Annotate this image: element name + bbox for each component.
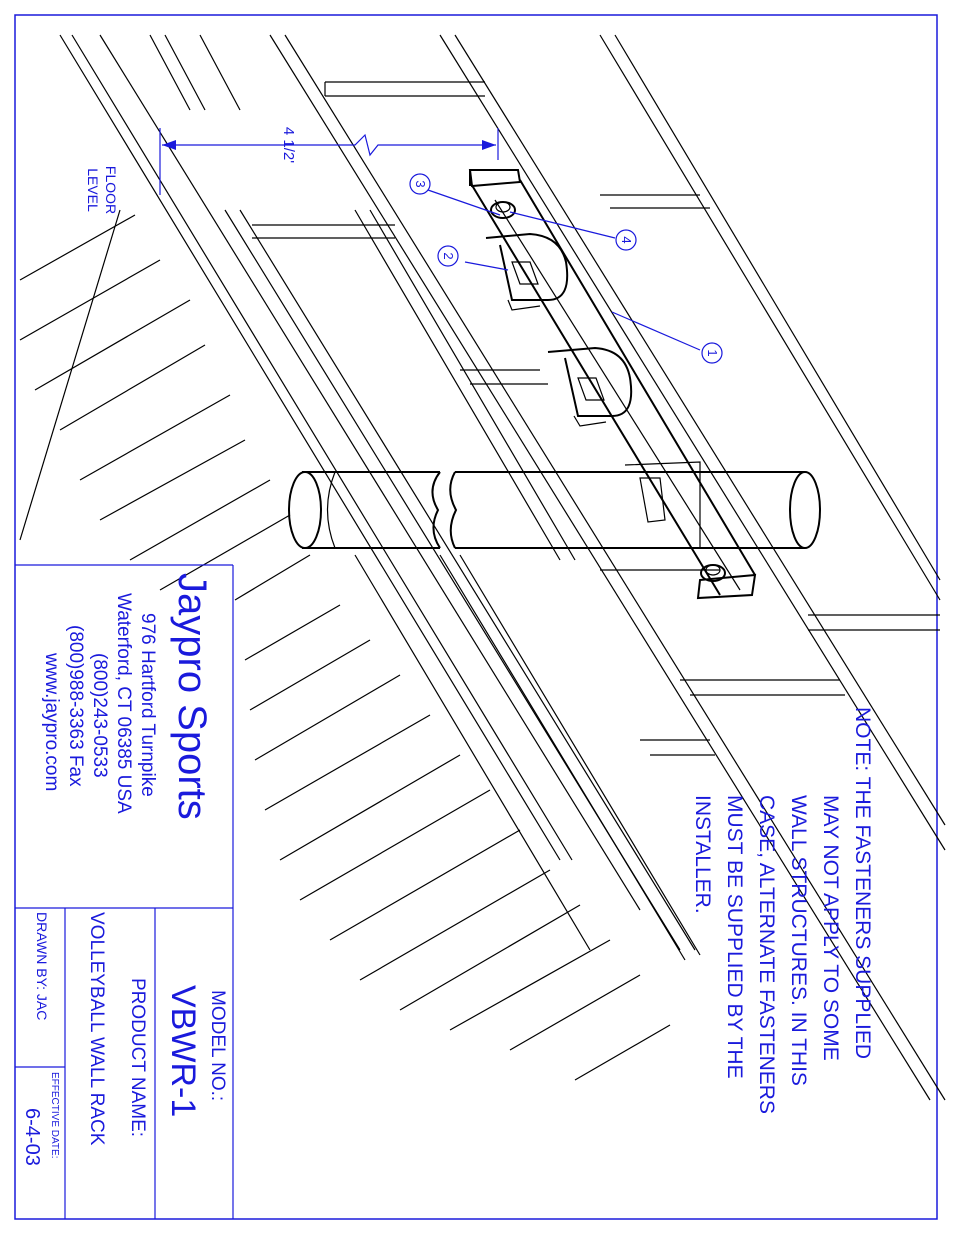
drawn-by: DRAWN BY: JAC [34,912,50,1020]
floor-hatch [19,209,671,1081]
floor-label-line-2: LEVEL [85,168,101,212]
balloon-1 [701,342,723,364]
rack-illustration [19,34,946,1101]
ball-hook-1 [485,232,569,311]
balloon-2-label: 2 [441,252,456,259]
balloon-3 [409,173,431,195]
address-line-1: 976 Hartford Turnpike [137,613,158,797]
volleyball-cylinder [288,461,821,549]
product-value: VOLLEYBALL WALL RACK [86,912,107,1146]
model-value: VBWR-1 [164,985,202,1117]
installer-note: NOTE: THE FASTENERS SUPPLIED MAY NOT APP… [691,707,874,1114]
note-line-2: MAY NOT APPLY TO SOME [819,795,842,1061]
note-line-4: CASE, ALTERNATE FASTENERS [755,795,778,1114]
company-name: Jaypro Sports [170,573,214,820]
balloon-leaders [409,173,723,364]
note-line-3: WALL STRUCTURES. IN THIS [787,795,810,1086]
effective-date-label: EFFECTIVE DATE: [49,1072,60,1159]
address-line-3: (800)243-0533 [89,653,110,778]
address-line-5: www.jaypro.com [41,652,62,791]
balloon-2 [437,245,459,267]
note-line-1: NOTE: THE FASTENERS SUPPLIED [851,707,874,1059]
balloon-3-label: 3 [413,180,428,187]
balloon-4 [615,229,637,251]
wall-studs [59,34,946,1101]
sheet-border [14,14,938,1220]
address-line-4: (800)988-3363 Fax [65,625,86,787]
note-line-5: MUST BE SUPPLIED BY THE [723,795,746,1079]
dimension-label: 4 1/2' [280,127,297,163]
bolt-upper [490,201,516,219]
address-line-2: Waterford, CT 06385 USA [113,593,134,814]
title-block [15,564,234,1219]
effective-date-value: 6-4-03 [21,1108,43,1166]
model-label: MODEL NO.: [207,990,228,1101]
note-line-6: INSTALLER. [691,795,714,914]
balloon-4-label: 4 [619,236,634,243]
bolt-lower [700,564,726,582]
product-label: PRODUCT NAME: [127,978,148,1137]
height-dimension [159,128,499,195]
floor-label-line-1: FLOOR [103,166,119,214]
balloon-1-label: 1 [705,349,720,356]
ball-hook-2 [547,346,633,427]
